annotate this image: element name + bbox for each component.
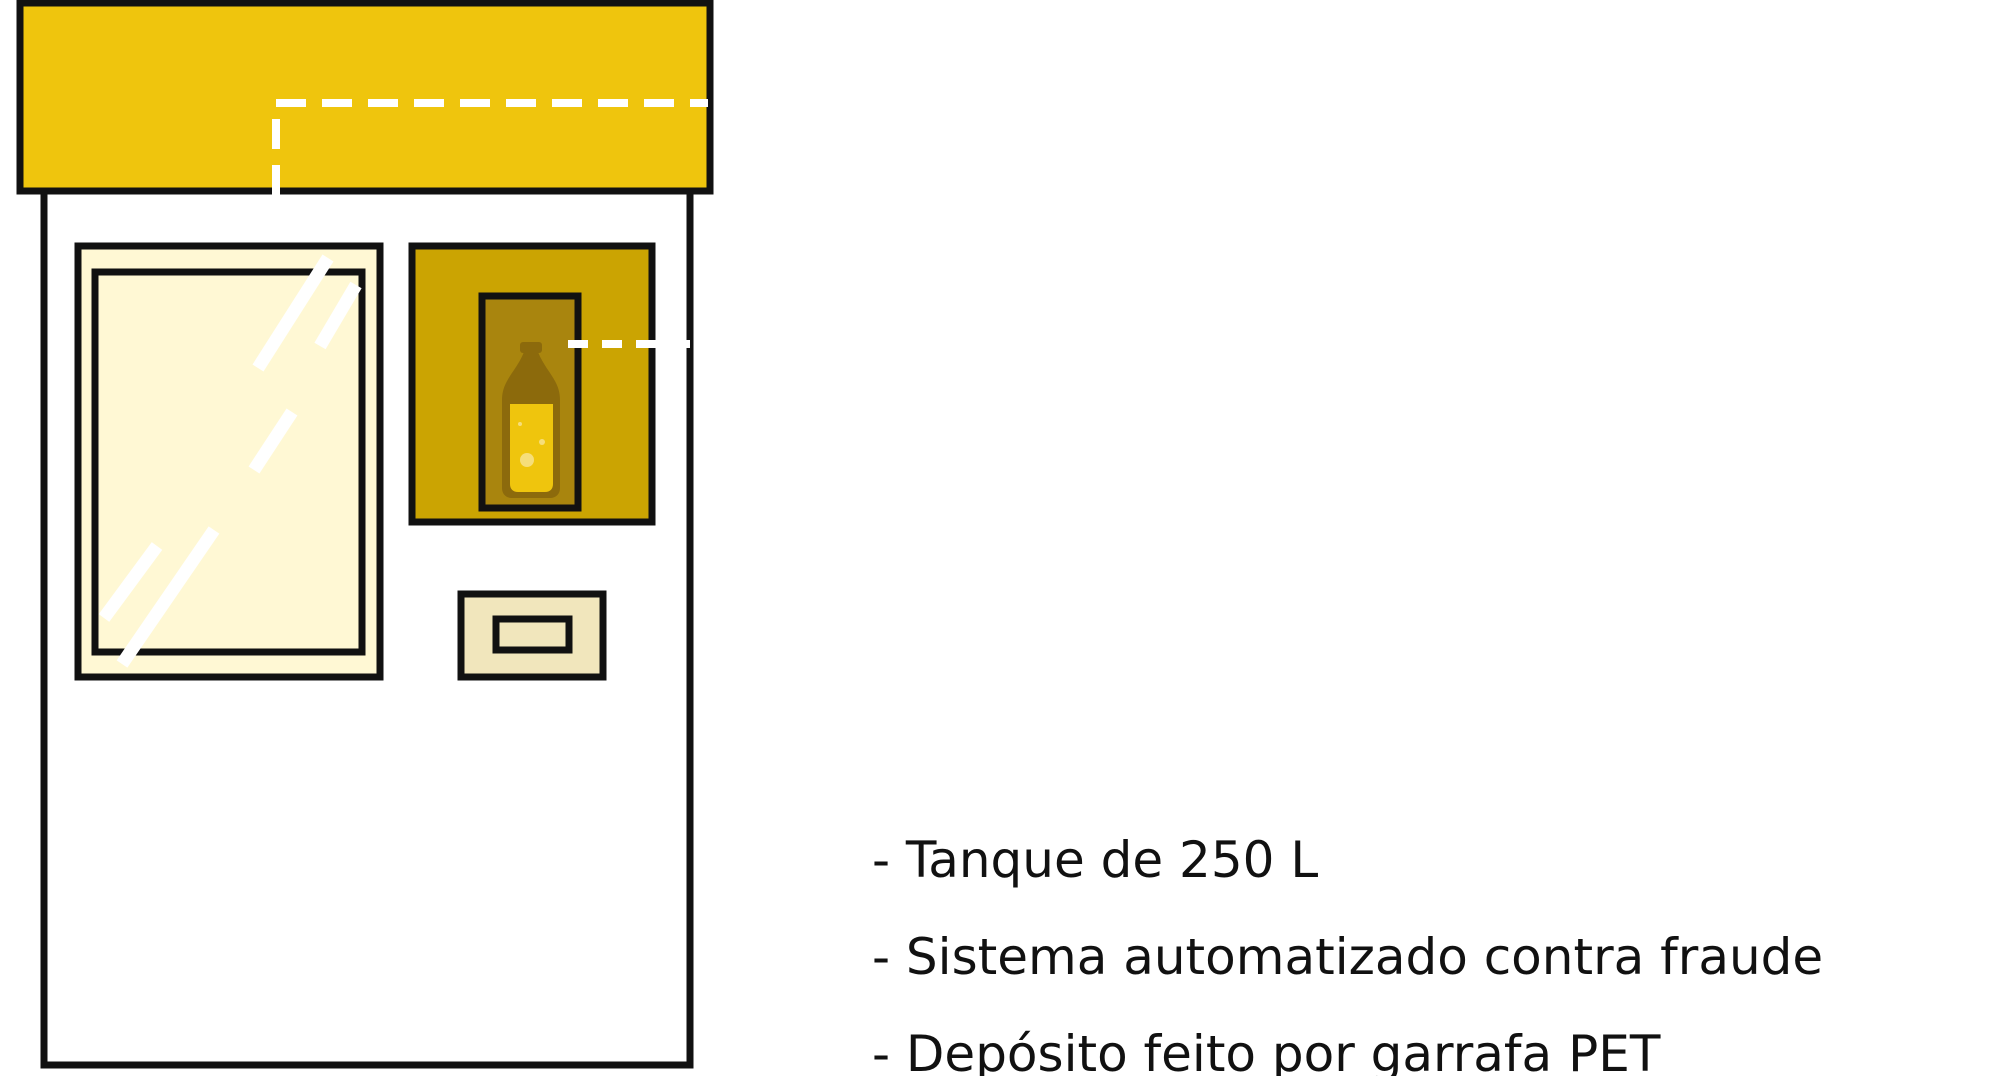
feature-item: - Depósito feito por garrafa PET xyxy=(872,1025,1661,1076)
deposit-slot-opening xyxy=(492,615,573,654)
feature-item: - Tanque de 250 L xyxy=(872,831,1319,889)
glass-reflections xyxy=(98,254,362,668)
bottle-liquid xyxy=(510,404,553,492)
reflection-line xyxy=(252,254,334,372)
reflection-line xyxy=(116,526,220,668)
feature-item: - Sistema automatizado contra fraude xyxy=(872,928,1824,986)
reflection-line xyxy=(314,281,362,350)
bottle-cap xyxy=(520,342,542,353)
machine-roof xyxy=(16,0,714,195)
display-window-glass xyxy=(91,268,366,656)
bubble xyxy=(518,422,522,426)
reflection-line xyxy=(248,408,298,474)
bottle-icon xyxy=(502,342,560,498)
roof-dashed-line xyxy=(272,99,708,195)
bubble xyxy=(539,439,545,445)
reflection-line xyxy=(98,542,163,622)
bubble xyxy=(520,453,534,467)
feature-list: - Tanque de 250 L - Sistema automatizado… xyxy=(872,812,1823,1076)
